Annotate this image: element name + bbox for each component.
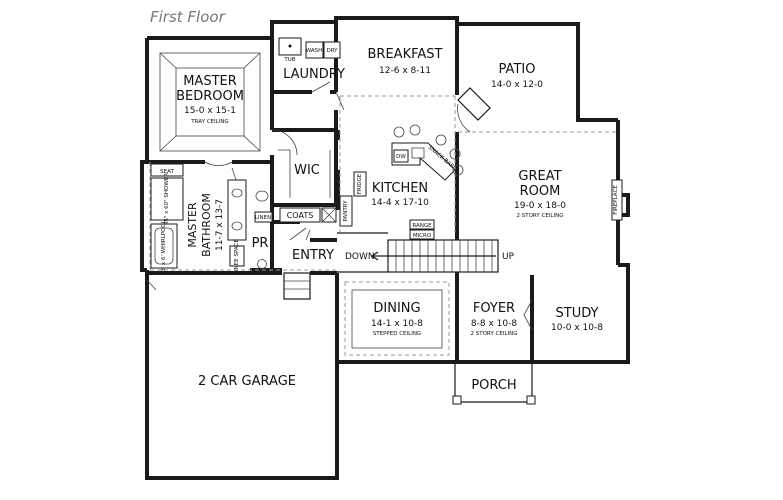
room-dining: DINING 14-1 x 10-8 STEPPED CEILING (371, 301, 423, 337)
wic-shelves (278, 149, 331, 198)
patio-dims: 14-0 x 12-0 (491, 80, 543, 90)
room-master-bedroom: MASTER BEDROOM 15-0 x 15-1 TRAY CEILING (176, 74, 244, 125)
fireplace-label: FIREPLACE (613, 185, 619, 215)
room-kitchen: KITCHEN 14-4 x 17-10 (371, 181, 429, 208)
floor-title: First Floor (150, 8, 226, 26)
kitchen-name: KITCHEN (372, 181, 428, 196)
tub-label: TUB (283, 57, 295, 63)
kitchen-dims: 14-4 x 17-10 (371, 198, 429, 208)
master-bedroom-name-2: BEDROOM (176, 89, 244, 104)
master-bedroom-note: TRAY CEILING (190, 119, 228, 125)
wash-label: WASH (306, 48, 323, 54)
great-room-dims: 19-0 x 18-0 (514, 201, 566, 211)
wic-name: WIC (294, 163, 320, 178)
up-label: UP (502, 252, 515, 262)
laundry-name: LAUNDRY (283, 67, 345, 82)
coats-label: COATS (287, 211, 314, 220)
breakfast-dims: 12-6 x 8-11 (379, 66, 431, 76)
pr-name: PR (252, 236, 269, 251)
room-patio: PATIO 14-0 x 12-0 (491, 62, 543, 90)
coats-closet (279, 207, 321, 223)
range-label: RANGE (412, 223, 432, 229)
whirlpool-label: 3' x 6' WHIRLPOOL (161, 219, 167, 272)
porch-structure (452, 362, 536, 405)
shower-label: 45" x 60" SHOWER (164, 173, 170, 225)
breakfast-name: BREAKFAST (368, 47, 443, 62)
foyer-dims: 8-8 x 10-8 (471, 319, 517, 329)
stepped-ceiling (351, 289, 443, 349)
master-bathroom-name-1: MASTER (186, 202, 199, 248)
master-bath-fixtures: SEAT 45" x 60" SHOWER 3' x 6' WHIRLPOOL … (150, 163, 247, 273)
master-bedroom-name-1: MASTER (183, 74, 237, 89)
dry-label: DRY (326, 48, 338, 54)
master-bathroom-name-2: BATHROOM (200, 193, 213, 257)
fridge-label: FRIDGE (357, 173, 363, 194)
porch-name: PORCH (471, 378, 516, 393)
fireplace (611, 179, 623, 221)
room-foyer: FOYER 8-8 x 10-8 2 STORY CEILING (470, 301, 517, 337)
kitchen-island: DW SNACK BAR (391, 124, 464, 181)
pantry-fridge: PANTRY FRIDGE (339, 171, 367, 227)
garage-name: 2 CAR GARAGE (198, 374, 296, 389)
foyer-name: FOYER (473, 301, 515, 316)
room-master-bathroom: MASTER BATHROOM 11-7 x 13-7 (186, 193, 225, 257)
room-great-room: GREAT ROOM 19-0 x 18-0 2 STORY CEILING (514, 169, 566, 219)
garage-steps (283, 272, 311, 300)
dw-label: DW (396, 154, 406, 160)
door-swings (146, 81, 533, 331)
tray-ceiling (159, 52, 261, 152)
dining-note: STEPPED CEILING (373, 331, 421, 337)
study-dims: 10-0 x 10-8 (551, 323, 603, 333)
foyer-note: 2 STORY CEILING (470, 331, 517, 337)
linen-label: LINEN (255, 215, 271, 221)
master-bathroom-dims: 11-7 x 13-7 (215, 199, 225, 251)
powder-room-fixtures: LINEN (254, 190, 273, 269)
laundry-fixtures: TUB WASH DRY (278, 37, 341, 63)
main-stair (370, 239, 499, 273)
micro-label: MICRO (413, 233, 432, 239)
entry-name: ENTRY (292, 248, 334, 263)
great-room-name-2: ROOM (520, 184, 561, 199)
patio-name: PATIO (499, 62, 536, 77)
great-room-name-1: GREAT (518, 169, 561, 184)
exterior-walls (140, 16, 630, 480)
dining-dims: 14-1 x 10-8 (371, 319, 423, 329)
great-room-note: 2 STORY CEILING (516, 213, 563, 219)
room-study: STUDY 10-0 x 10-8 (551, 306, 603, 333)
master-bedroom-dims: 15-0 x 15-1 (184, 106, 236, 116)
study-name: STUDY (556, 306, 599, 321)
pantry-label: PANTRY (343, 200, 349, 222)
down-label: DOWN (345, 252, 375, 262)
seat-label: SEAT (160, 169, 174, 175)
knee-space-label: KNEE SPACE (234, 239, 240, 273)
room-breakfast: BREAKFAST 12-6 x 8-11 (368, 47, 443, 76)
range-micro: RANGE MICRO (409, 219, 435, 240)
patio-door (457, 87, 491, 133)
dining-name: DINING (373, 301, 420, 316)
interior-walls (147, 22, 534, 362)
